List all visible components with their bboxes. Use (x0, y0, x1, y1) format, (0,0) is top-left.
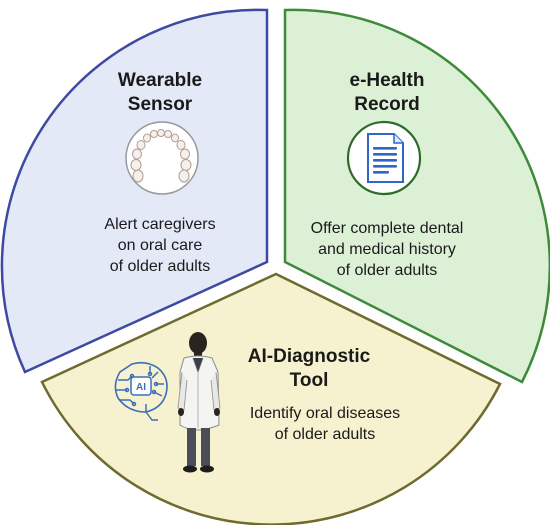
sensor-desc-line-3: of older adults (110, 258, 211, 275)
ai-title-line-2: Tool (290, 370, 329, 391)
document-icon (346, 120, 422, 196)
ai-brain-icon (114, 361, 168, 421)
record-title-line-1: e-Health (350, 70, 425, 91)
segment-ehealth-record (283, 8, 550, 384)
dental-arch-icon (125, 121, 199, 195)
segment-wearable-sensor (0, 8, 269, 374)
record-desc-line-3: of older adults (337, 262, 438, 279)
record-desc-line-2: and medical history (318, 241, 456, 258)
sensor-title-line-2: Sensor (128, 94, 193, 115)
sensor-desc-line-2: on oral care (118, 237, 203, 254)
ai-desc-line-2: of older adults (275, 426, 376, 443)
doctor-figure (177, 332, 221, 473)
ai-badge-label: AI (136, 382, 146, 393)
segment-ai-diagnostic (40, 272, 502, 525)
record-title-line-2: Record (354, 94, 419, 115)
ai-title-line-1: AI-Diagnostic (248, 346, 371, 367)
ai-desc-line-1: Identify oral diseases (250, 405, 400, 422)
record-desc-line-1: Offer complete dental (311, 220, 464, 237)
sensor-desc-line-1: Alert caregivers (104, 216, 215, 233)
ai-badge: AI (130, 376, 152, 396)
sensor-title-line-1: Wearable (118, 70, 202, 91)
